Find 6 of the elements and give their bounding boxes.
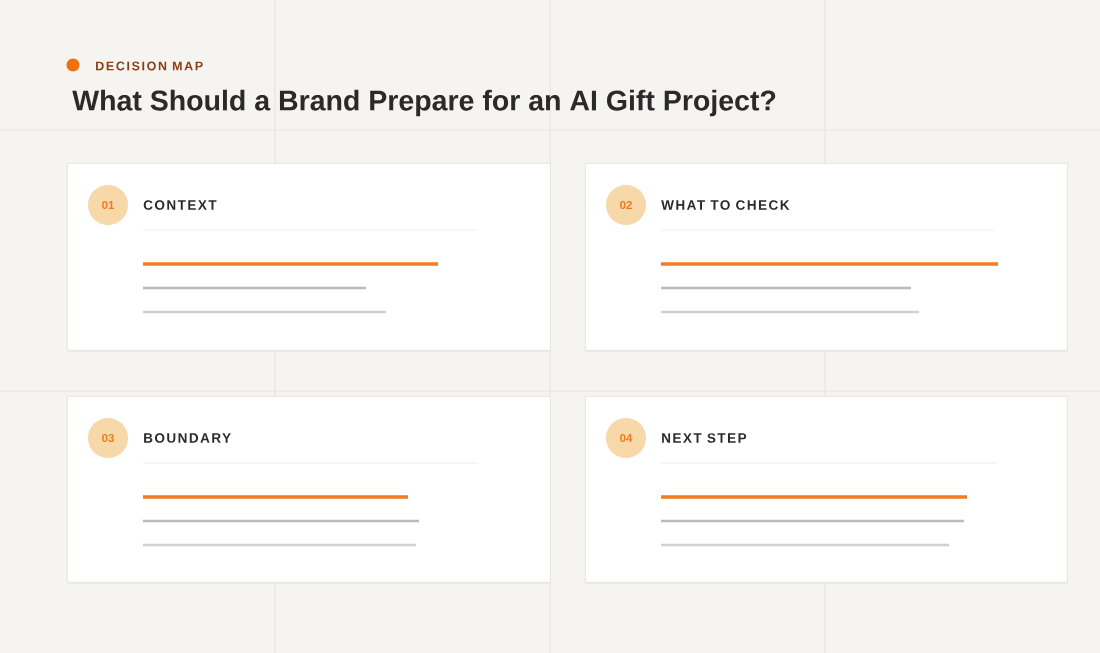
number-badge: 02 xyxy=(606,185,646,225)
number-badge: 04 xyxy=(606,418,646,458)
eyebrow-label: DECISION MAP xyxy=(96,61,203,71)
number-badge: 01 xyxy=(88,185,128,225)
title: What Should a Brand Prepare for an AI Gift Project? xyxy=(72,89,776,117)
number-badge: 03 xyxy=(88,418,128,458)
